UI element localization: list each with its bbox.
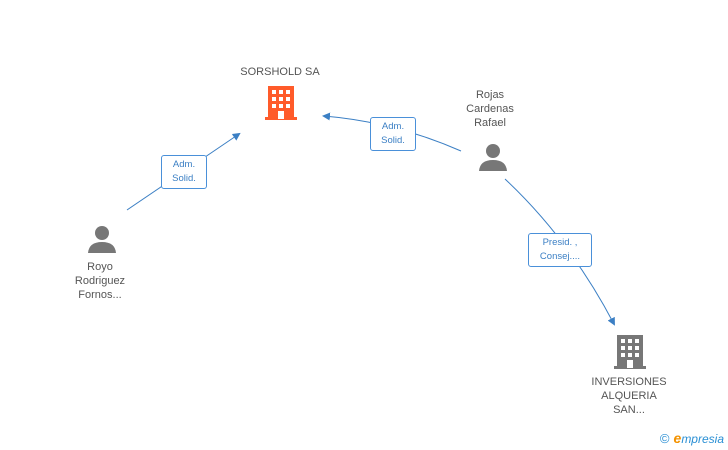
brand-logo[interactable]: © empresia xyxy=(660,430,724,446)
building-icon[interactable] xyxy=(614,335,646,369)
person-icon[interactable] xyxy=(87,224,117,254)
copyright-icon: © xyxy=(659,430,670,446)
edge-label-rojas-inversiones[interactable]: Presid. , Consej.... xyxy=(528,233,592,267)
brand-name: mpresia xyxy=(681,432,724,446)
edge-label-rojas-sorshold[interactable]: Adm. Solid. xyxy=(370,117,416,151)
node-label-royo[interactable]: Royo Rodriguez Fornos... xyxy=(74,261,126,301)
edge-label-royo-sorshold[interactable]: Adm. Solid. xyxy=(161,155,207,189)
person-icon[interactable] xyxy=(478,142,508,172)
node-label-sorshold[interactable]: SORSHOLD SA xyxy=(240,66,320,78)
brand-initial: e xyxy=(673,430,682,446)
node-label-inversiones[interactable]: INVERSIONES ALQUERIA SAN... xyxy=(591,376,667,416)
building-icon[interactable] xyxy=(265,86,297,120)
node-label-rojas[interactable]: Rojas Cardenas Rafael xyxy=(466,89,514,129)
